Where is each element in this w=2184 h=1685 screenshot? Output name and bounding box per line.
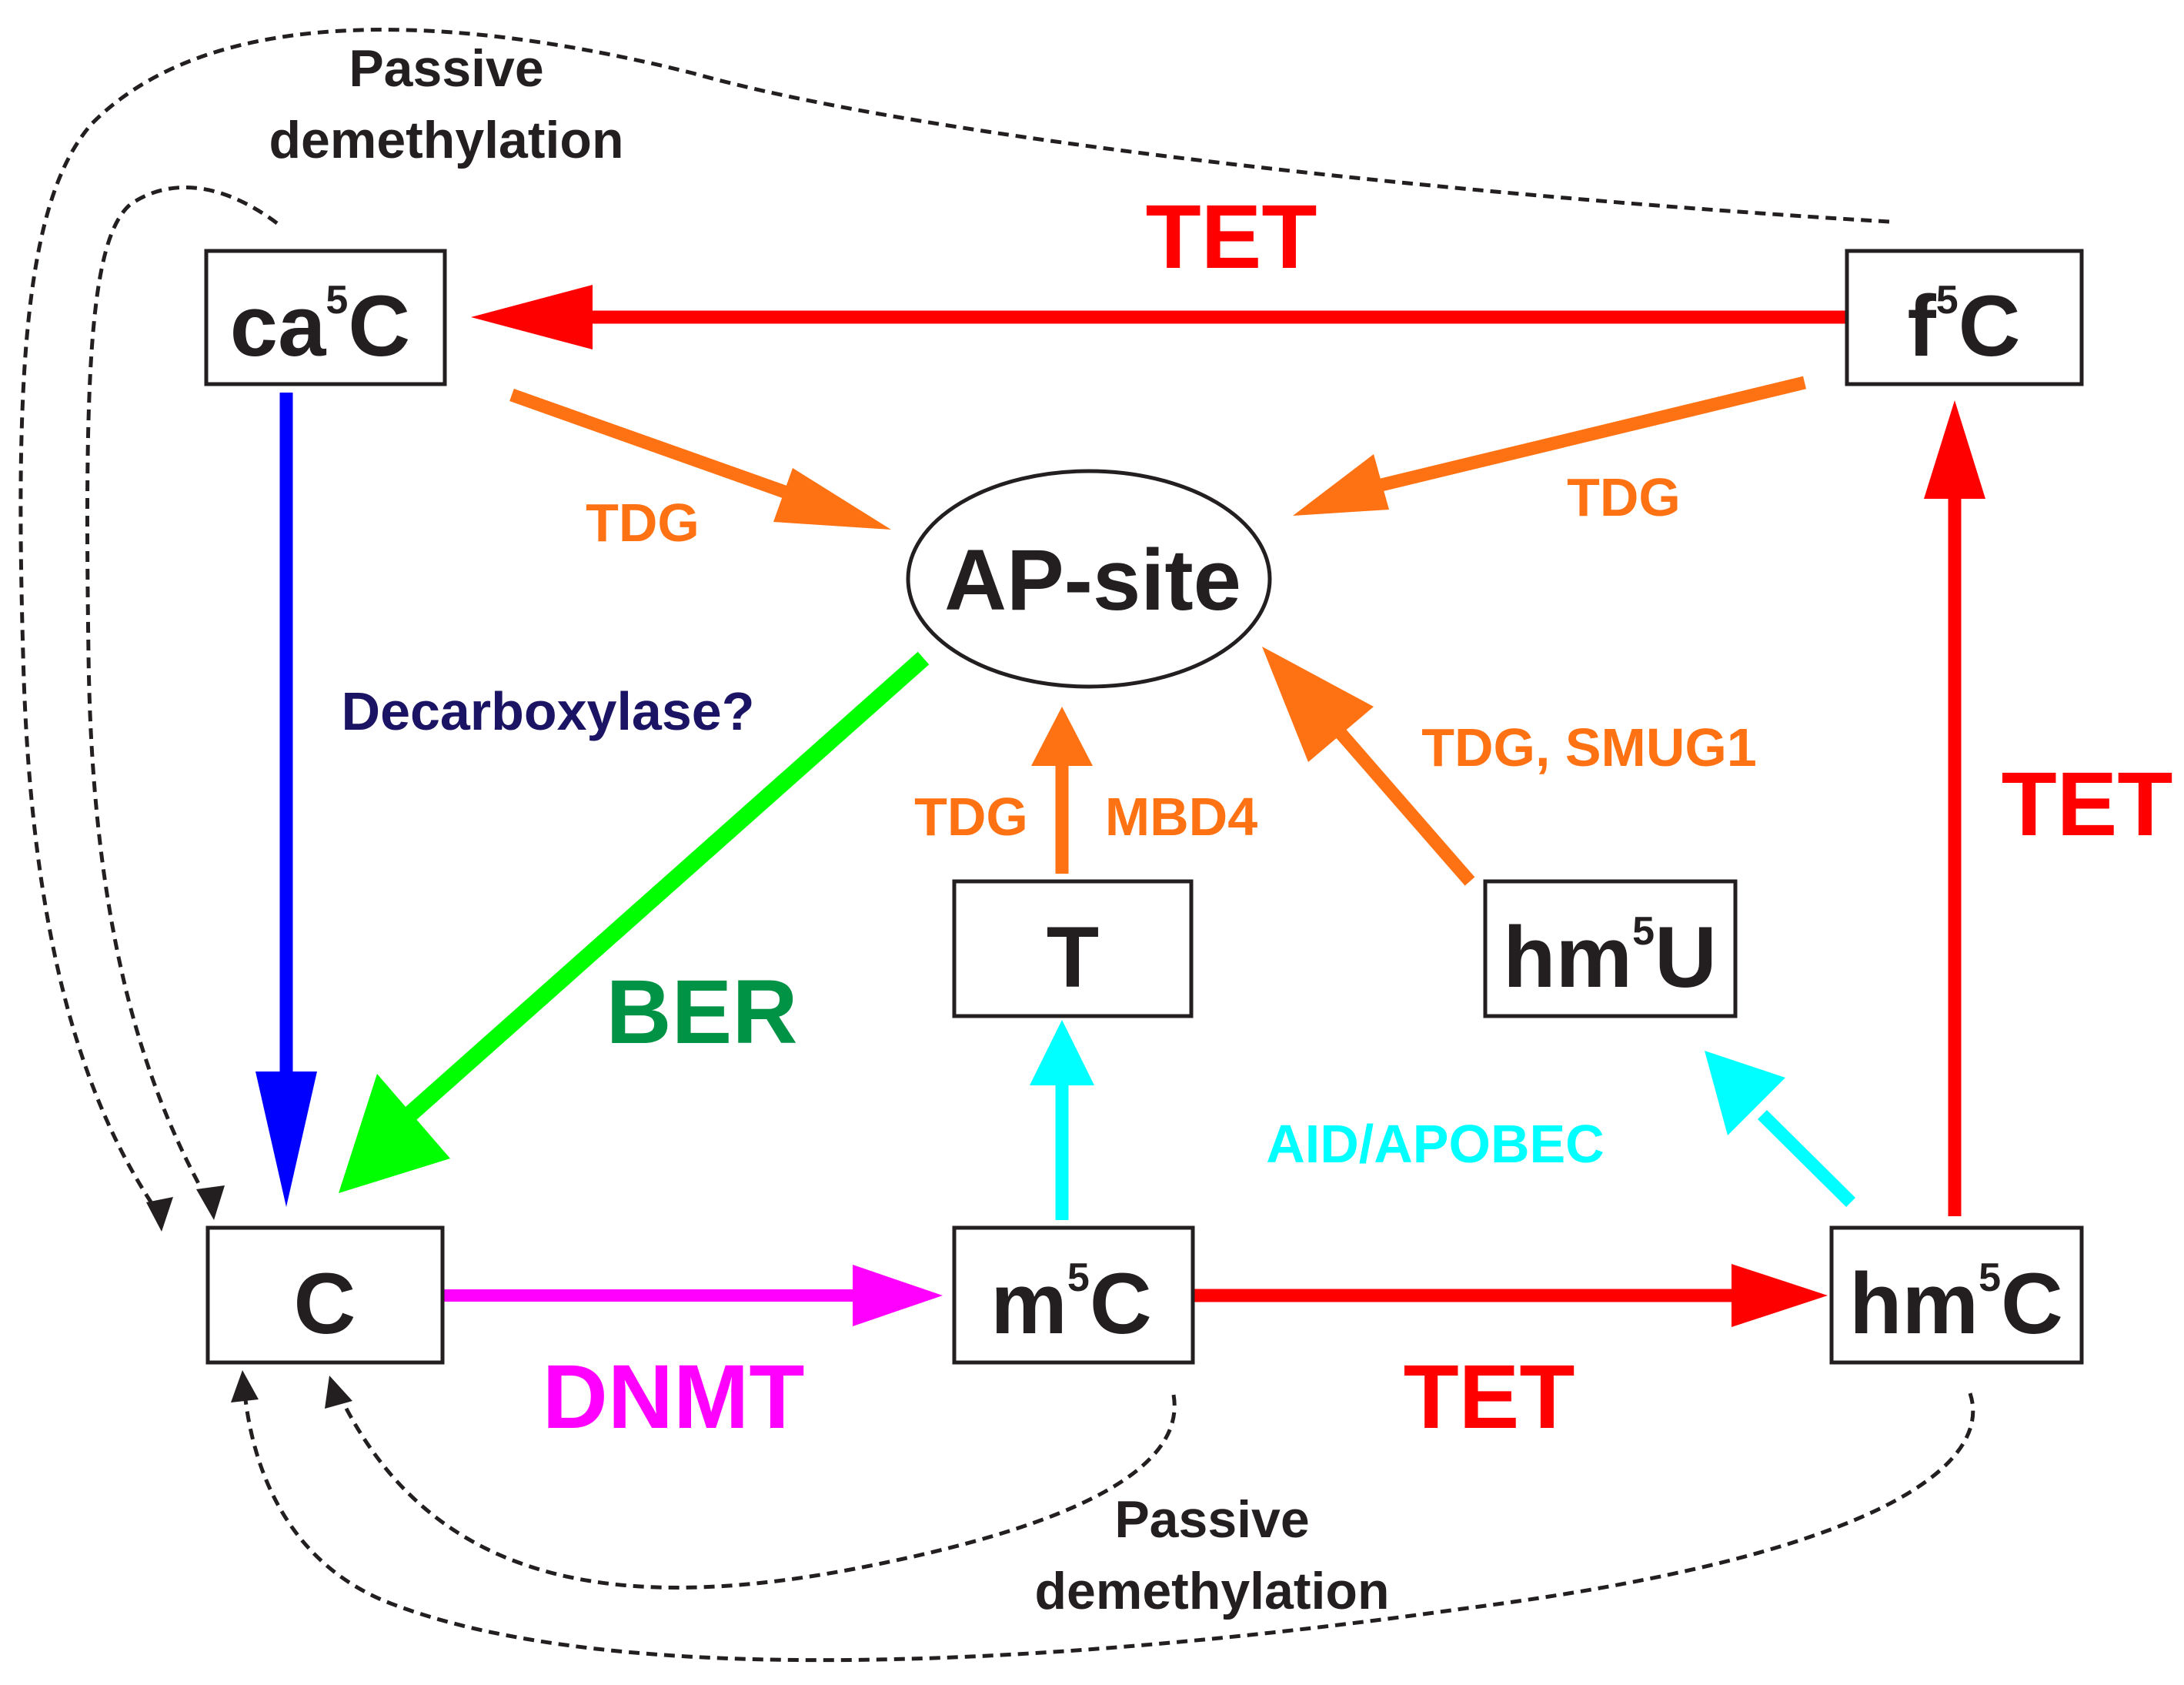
svg-text:m5C: m5C <box>990 1255 1151 1352</box>
arrow-tdg-f5c-to-ap <box>1293 376 1806 516</box>
label-tet-bottom: TET <box>1404 1346 1575 1448</box>
arrow-tdg-mbd4-t-to-ap <box>1031 707 1093 874</box>
arrow-tet-m5c-to-hm5c <box>1193 1264 1828 1327</box>
arrow-dnmt-c-to-m5c <box>442 1265 943 1326</box>
label-passive-top-1: Passive <box>349 39 543 98</box>
label-tet-top: TET <box>1146 186 1317 288</box>
label-aid-apobec: AID/APOBEC <box>1266 1114 1604 1174</box>
node-ca5c: ca5C <box>204 249 447 386</box>
label-tdg-left: TDG <box>586 493 700 553</box>
dashed-passive-arrowheads-bottom <box>231 1370 352 1409</box>
label-tdg-t: TDG <box>914 787 1028 847</box>
arrow-aid-hm5c-to-hm5u <box>1705 1051 1855 1208</box>
dashed-passive-demethylation-bottom <box>242 1392 1975 1663</box>
arrow-tdg-ca5c-to-ap <box>509 388 891 530</box>
label-passive-bottom-1: Passive <box>1114 1490 1309 1549</box>
arrow-tet-hm5c-to-f5c <box>1924 400 1985 1216</box>
arrow-tdg-smug1-hm5u-to-ap <box>1262 647 1475 886</box>
dashed-passive-arrowheads-top <box>146 1185 225 1232</box>
node-c: C <box>205 1225 445 1365</box>
arrow-aid-m5c-to-t <box>1030 1020 1094 1220</box>
svg-text:AP-site: AP-site <box>944 532 1241 628</box>
node-hm5u: hm5U <box>1483 879 1738 1018</box>
node-hm5c: hm5C <box>1829 1225 2084 1365</box>
node-f5c: f5C <box>1845 249 2084 386</box>
label-ber: BER <box>606 961 797 1063</box>
label-tet-right: TET <box>2002 754 2173 855</box>
label-dnmt: DNMT <box>543 1346 805 1448</box>
arrow-ber-ap-to-c <box>339 651 930 1193</box>
svg-text:T: T <box>1047 909 1099 1005</box>
arrow-tet-f5c-to-ca5c <box>471 285 1847 349</box>
label-tdg-smug1: TDG, SMUG1 <box>1421 717 1757 777</box>
label-mbd4: MBD4 <box>1105 787 1257 847</box>
svg-text:hm5C: hm5C <box>1849 1255 2063 1352</box>
svg-text:hm5U: hm5U <box>1503 909 1717 1005</box>
arrow-decarboxylase-ca5c-to-c <box>255 393 317 1207</box>
svg-text:C: C <box>294 1255 356 1352</box>
svg-text:f5C: f5C <box>1907 278 2020 374</box>
label-tdg-right: TDG <box>1567 467 1681 527</box>
svg-text:ca5C: ca5C <box>230 278 410 374</box>
label-passive-bottom-2: demethylation <box>1035 1562 1390 1620</box>
label-passive-top-2: demethylation <box>269 111 624 169</box>
node-ap-site: AP-site <box>906 469 1272 689</box>
dashed-passive-demethylation-top <box>18 28 1890 1214</box>
node-t: T <box>952 879 1194 1018</box>
node-m5c: m5C <box>952 1225 1195 1365</box>
label-decarboxylase: Decarboxylase? <box>342 681 755 741</box>
